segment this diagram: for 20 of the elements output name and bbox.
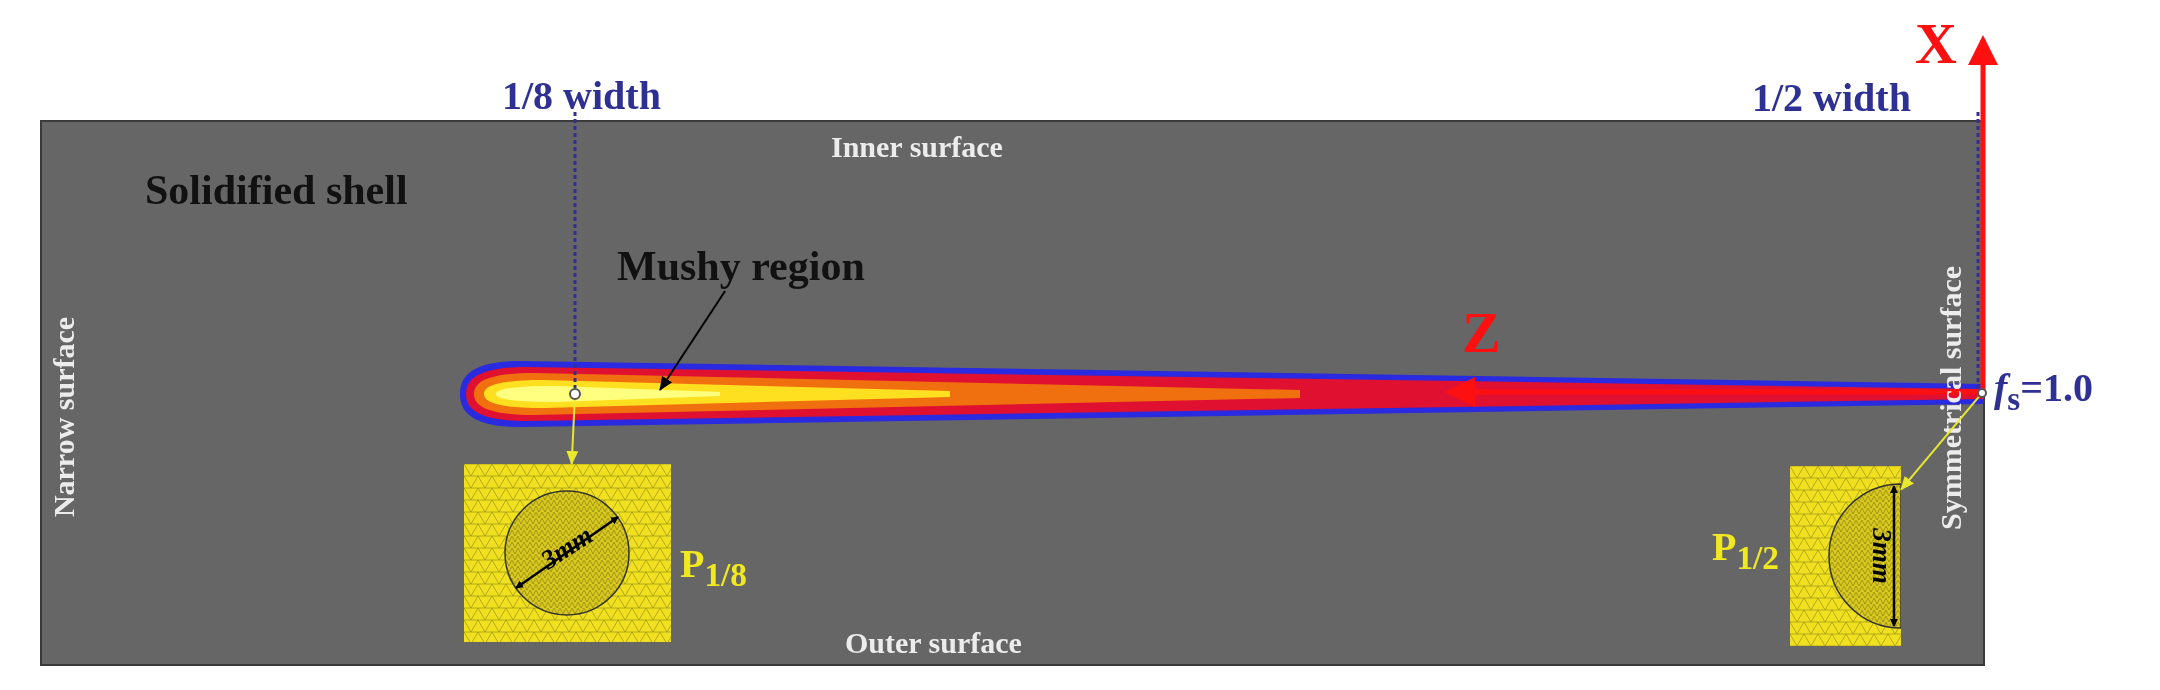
mesh-inset-drawing [464, 464, 671, 642]
axis-label: X [1915, 12, 1957, 76]
dimension-label: 3mm [1866, 528, 1896, 584]
arrow [1900, 395, 1980, 491]
region-label: Mushy region [617, 243, 865, 291]
surface-label: Inner surface [831, 129, 1003, 163]
probe-point [1977, 388, 1987, 398]
axis-label: Z [1462, 301, 1501, 365]
region-label: Solidified shell [145, 166, 408, 214]
dimension-label: 1/8 width [502, 74, 661, 118]
surface-label: Symmetrical surface [1933, 265, 1967, 531]
value-label: f$_{s}$=1.0 [1994, 366, 2094, 418]
surface-label: Narrow surface [46, 316, 80, 518]
dimension-label: 1/2 width [1752, 76, 1911, 120]
point-label: P$_{1/2}$ [1712, 525, 1780, 577]
leader-line [659, 290, 727, 391]
mesh-inset-drawing [1790, 466, 1901, 646]
point-label: P$_{1/8}$ [680, 542, 748, 594]
surface-label: Outer surface [845, 625, 1022, 659]
arrow [566, 399, 579, 465]
